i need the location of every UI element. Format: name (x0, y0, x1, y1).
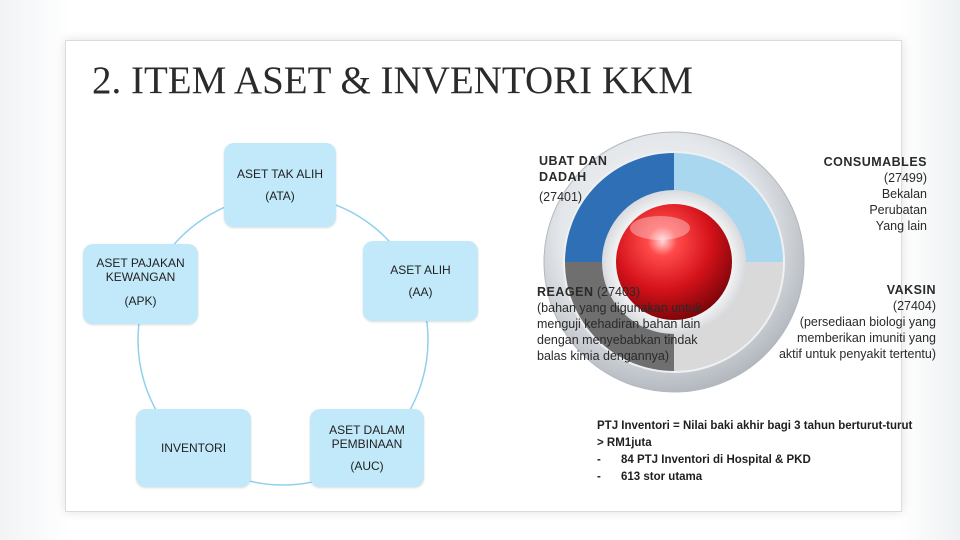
bullet-text: 613 stor utama (621, 469, 702, 486)
label-ubat: UBAT DAN DADAH (27401) (539, 153, 649, 205)
label-vaksin-title: VAKSIN (778, 282, 936, 298)
label-consumables-desc: Bekalan Perubatan Yang lain (847, 186, 927, 234)
label-reagen-title: REAGEN (537, 285, 593, 299)
label-vaksin: VAKSIN (27404) (persediaan biologi yang … (778, 282, 936, 362)
label-reagen-desc: (bahan yang digunakan untuk menguji keha… (537, 300, 709, 364)
ptj-note: PTJ Inventori = Nilai baki akhir bagi 3 … (597, 418, 917, 486)
label-vaksin-code: (27404) (778, 298, 936, 314)
ptj-note-text: PTJ Inventori = Nilai baki akhir bagi 3 … (597, 418, 917, 452)
label-consumables-title: CONSUMABLES (790, 154, 927, 170)
label-vaksin-desc: (persediaan biologi yang memberikan imun… (778, 314, 936, 362)
label-reagen: REAGEN (27403) (bahan yang digunakan unt… (537, 284, 709, 364)
bullet-dash: - (597, 452, 621, 469)
ptj-bullet: - 613 stor utama (597, 469, 917, 486)
label-ubat-title: UBAT DAN DADAH (539, 153, 649, 185)
bullet-dash: - (597, 469, 621, 486)
label-consumables-code: (27499) (790, 170, 927, 186)
ptj-bullet: - 84 PTJ Inventori di Hospital & PKD (597, 452, 917, 469)
label-reagen-code: (27403) (597, 285, 640, 299)
bullet-text: 84 PTJ Inventori di Hospital & PKD (621, 452, 811, 469)
label-consumables: CONSUMABLES (27499) Bekalan Perubatan Ya… (790, 154, 927, 234)
label-ubat-code: (27401) (539, 189, 649, 205)
